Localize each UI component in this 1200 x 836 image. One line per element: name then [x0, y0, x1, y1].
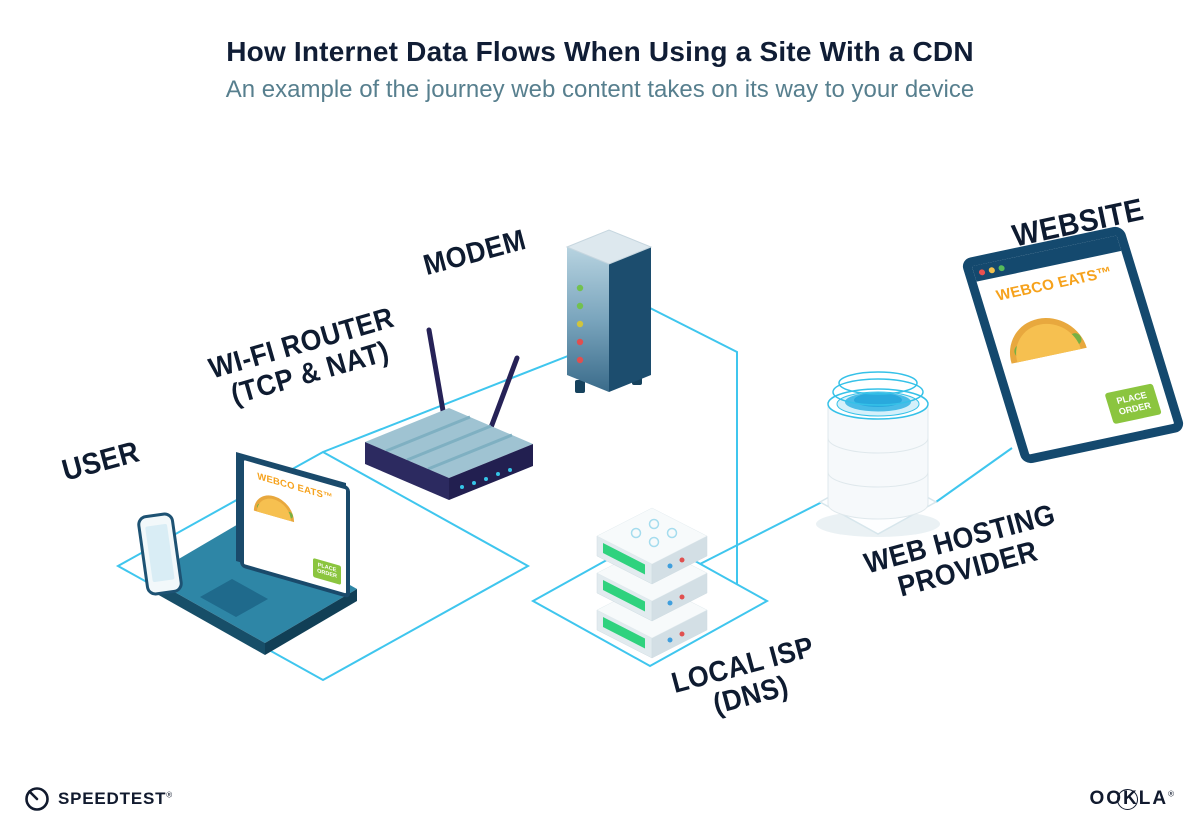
modem-side [609, 247, 651, 392]
database-rings [827, 371, 929, 420]
speedtest-wordmark: SPEEDTEST® [58, 789, 173, 809]
router-modem-line [322, 344, 597, 453]
modem-top [565, 229, 653, 265]
laptop-base-top [148, 523, 357, 643]
modem-illustration [565, 229, 653, 393]
laptop-base-front-right [265, 589, 357, 655]
ookla-wordmark: OOKLA® [1089, 788, 1176, 810]
browser-maximize-icon [997, 264, 1006, 272]
laptop-base-front-left [148, 577, 265, 655]
ookla-logo: OOKLA® [1089, 788, 1176, 810]
modem-leds [576, 284, 584, 364]
taco-icon [253, 495, 295, 523]
place-order-button: PLACE ORDER [313, 557, 341, 585]
laptop-trackpad [200, 579, 268, 617]
isp-hosting-line [699, 501, 823, 565]
database-illustration [816, 371, 940, 537]
speedtest-text: SPEEDTEST [58, 789, 167, 808]
server-vents [630, 518, 678, 548]
modem-front [567, 247, 609, 392]
laptop-screen: WEBCO EATS™ PLACE ORDER [240, 455, 350, 599]
isp-server-illustration [596, 507, 708, 659]
taco-icon [1009, 318, 1087, 364]
phone-screen [145, 524, 175, 583]
place-order-button: PLACE ORDER [1105, 383, 1162, 425]
hosting-website-line [935, 447, 1013, 503]
wifi-router-illustration [365, 327, 533, 500]
speedtest-logo: SPEEDTEST® [24, 786, 173, 812]
ookla-gauge-circle-icon [1117, 789, 1139, 810]
browser-minimize-icon [987, 266, 996, 274]
website-browser-window: WEBCO EATS™ PLACE ORDER [960, 225, 1186, 465]
browser-close-icon [978, 268, 986, 276]
router-front-left [365, 442, 449, 500]
router-leds [460, 468, 512, 489]
page-subtitle: An example of the journey web content ta… [225, 76, 975, 103]
modem-isp-line [649, 307, 738, 584]
ookla-trademark: ® [1168, 789, 1176, 799]
router-ridges [385, 415, 513, 471]
speedtest-trademark: ® [166, 790, 173, 800]
database-disks [827, 404, 929, 520]
router-antenna-right [487, 355, 520, 433]
router-front-right [449, 444, 533, 500]
smartphone-illustration [137, 512, 183, 596]
page-title: How Internet Data Flows When Using a Sit… [226, 36, 974, 67]
server-slab [596, 507, 708, 585]
speedtest-gauge-icon [25, 787, 49, 811]
modem-foot-left [575, 380, 585, 393]
